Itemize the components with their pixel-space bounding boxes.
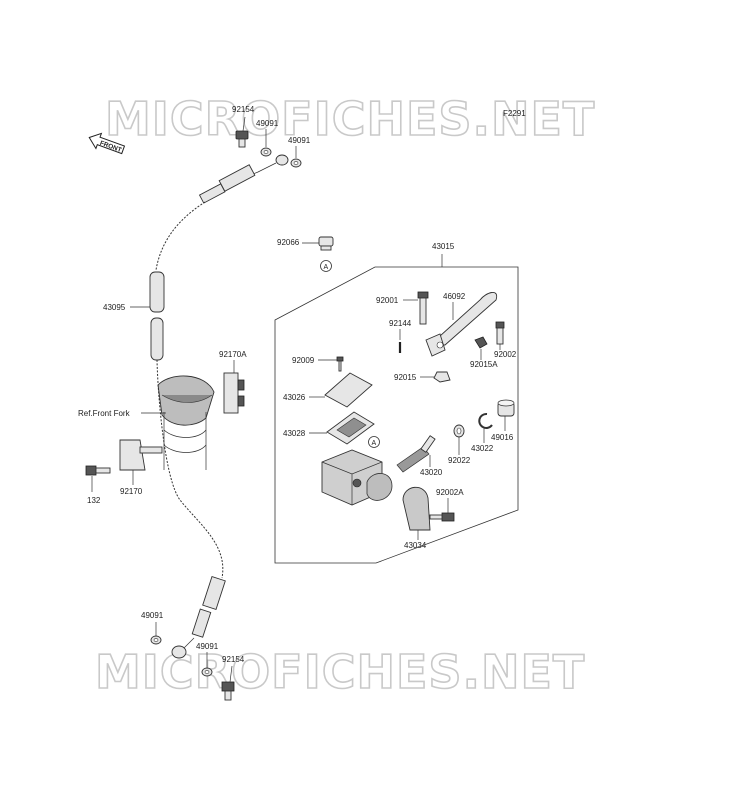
watermark-top: MICROFICHES.NET	[105, 92, 595, 146]
figure-code: F2291	[503, 109, 526, 118]
label-43095: 43095	[103, 303, 126, 312]
watermark-bottom: MICROFICHES.NET	[95, 645, 585, 699]
label-43015: 43015	[432, 242, 455, 251]
bolt-92002A	[429, 512, 455, 522]
label-92022: 92022	[448, 456, 471, 465]
clamp-92170	[119, 439, 163, 471]
label-92170A: 92170A	[219, 350, 247, 359]
label-92144: 92144	[389, 319, 412, 328]
label-43022: 43022	[471, 444, 494, 453]
banjo-fitting-bottom	[171, 645, 187, 659]
holder-43034	[402, 486, 431, 531]
ref-a-top-label: A	[324, 264, 329, 271]
label-92002A: 92002A	[436, 488, 464, 497]
label-46092: 46092	[443, 292, 466, 301]
label-92009: 92009	[292, 356, 315, 365]
label-49091-b: 49091	[288, 136, 311, 145]
label-43026: 43026	[283, 393, 306, 402]
reservoir-cover-43026	[324, 372, 373, 408]
brake-hose-upper	[155, 201, 206, 271]
piston-kit-43020	[396, 435, 436, 473]
banjo-fitting-top	[275, 154, 289, 166]
label-49091-d: 49091	[196, 642, 219, 651]
banjo-bolt-bottom	[221, 681, 235, 701]
label-92015: 92015	[394, 373, 417, 382]
label-92154-bottom: 92154	[222, 655, 245, 664]
screw-92009	[336, 356, 344, 372]
master-cylinder-body	[321, 449, 393, 506]
nut-92015	[433, 371, 451, 383]
diaphragm-43028	[326, 411, 375, 445]
label-43034: 43034	[404, 541, 427, 550]
cap-92066	[318, 236, 334, 251]
ref-front-fork-label: Ref.Front Fork	[78, 409, 131, 418]
label-92066: 92066	[277, 238, 300, 247]
label-43020: 43020	[420, 468, 443, 477]
hose-sleeve-upper	[149, 271, 165, 313]
banjo-bolt-top	[235, 130, 249, 148]
clamp-92170A	[223, 372, 245, 414]
ref-mark-a-mid	[368, 436, 380, 448]
label-92015A: 92015A	[470, 360, 498, 369]
label-92154-top: 92154	[232, 105, 255, 114]
label-92001: 92001	[376, 296, 399, 305]
label-92002: 92002	[494, 350, 517, 359]
label-49091-a: 49091	[256, 119, 279, 128]
label-132: 132	[87, 496, 101, 505]
brake-lever-46092	[425, 292, 498, 357]
nut-92015A	[474, 336, 488, 349]
bolt-132	[85, 465, 111, 476]
label-49016: 49016	[491, 433, 514, 442]
hose-sleeve-lower	[150, 317, 164, 361]
label-43028: 43028	[283, 429, 306, 438]
brake-hose-lower	[156, 359, 224, 579]
circlip-43022	[478, 412, 493, 429]
ref-mark-a-top	[320, 260, 332, 272]
ref-a-mid-label: A	[372, 440, 377, 447]
bolt-92002	[495, 321, 505, 345]
front-fork-ref	[157, 375, 215, 470]
boot-49016	[497, 399, 515, 417]
assembly-boundary-43015	[274, 266, 519, 564]
label-92170: 92170	[120, 487, 143, 496]
label-49091-c: 49091	[141, 611, 164, 620]
pivot-bolt-92001	[417, 291, 429, 325]
